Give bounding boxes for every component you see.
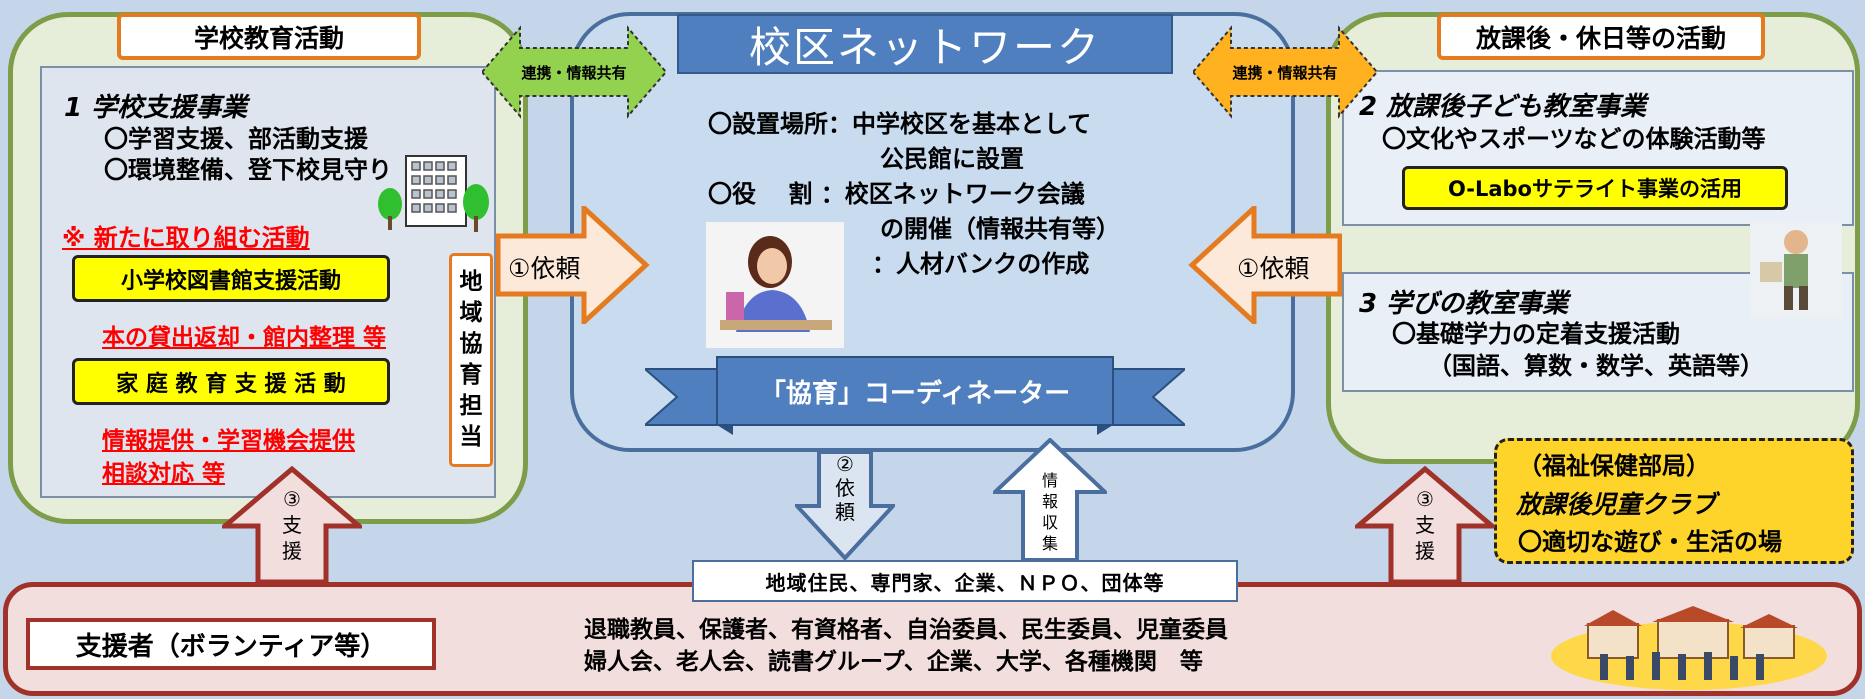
child-illustration-icon (1750, 222, 1842, 318)
network-location-line-2: 公民館に設置 (880, 145, 1024, 173)
link-arrow-left-label: 連携・情報共有 (521, 64, 627, 82)
coordinator-ribbon-label: 「協育」コーディネーター (759, 378, 1071, 409)
support-arrow-right (1355, 466, 1495, 584)
coordinator-ribbon (645, 356, 1185, 435)
network-location-line-1: 〇設置場所：中学校区を基本として (708, 110, 1092, 138)
after-school-club-box (1494, 438, 1854, 564)
new-activities-label: ※ 新たに取り組む活動 (62, 224, 310, 252)
library-support-box: 小学校図書館支援活動 (72, 255, 390, 302)
coordinator-illustration-icon (706, 222, 844, 348)
after-school-club-line-1: （福祉保健部局） (1518, 452, 1710, 480)
request-arrow-left-label: ①依頼 (508, 254, 581, 283)
request-down-arrow (795, 450, 895, 560)
network-role-line-1: 〇役 割 ：校区ネットワーク会議 (708, 180, 1085, 208)
supporter-members-line-1: 退職教員、保護者、有資格者、自治委員、民生委員、児童委員 (584, 617, 1228, 643)
support-arrow-right-label: ③ 支 援 (1415, 487, 1435, 563)
regional-coordination-label: 地 域 協 育 担 当 (449, 253, 493, 467)
support-arrow-left-label: ③ 支 援 (282, 487, 302, 563)
school-support-line-1: 〇学習支援、部活動支援 (104, 125, 368, 153)
link-arrow-right (1193, 25, 1377, 119)
network-role-line-2: の開催（情報共有等） (880, 215, 1120, 243)
request-arrow-right-label: ①依頼 (1237, 254, 1310, 283)
after-school-program-heading: 2 放課後子ども教室事業 (1359, 92, 1647, 122)
school-building-icon (378, 155, 489, 232)
supporter-members-line-2: 婦人会、老人会、読書グループ、企業、大学、各種機関 等 (584, 649, 1203, 675)
after-school-club-line-3: 〇適切な遊び・生活の場 (1518, 528, 1782, 556)
after-school-club-line-2: 放課後児童クラブ (1516, 490, 1717, 519)
family-education-note-2: 相談対応 等 (102, 461, 226, 487)
olabo-satellite-box: O-Laboサテライト事業の活用 (1402, 166, 1788, 210)
after-school-activities-title: 放課後・休日等の活動 (1437, 13, 1765, 60)
school-support-line-2: 〇環境整備、登下校見守り (104, 156, 392, 184)
link-arrow-left (482, 25, 666, 119)
community-members-box: 地域住民、専門家、企業、ＮＰＯ、団体等 (692, 560, 1238, 602)
learning-class-line-1: 〇基礎学力の定着支援活動 (1392, 320, 1680, 348)
school-activities-title: 学校教育活動 (117, 13, 421, 60)
network-role-line-3: ：人材バンクの作成 (872, 250, 1090, 278)
supporters-title-box: 支援者（ボランティア等） (26, 618, 436, 670)
learning-class-line-2: （国語、算数・数学、英語等） (1428, 352, 1764, 380)
community-houses-icon (1551, 606, 1827, 690)
school-district-network-title: 校区ネットワーク (677, 14, 1173, 74)
info-collection-up-arrow-label: 情 報 収 集 (1041, 471, 1058, 553)
learning-class-heading: 3 学びの教室事業 (1359, 289, 1569, 319)
link-arrow-right-label: 連携・情報共有 (1232, 64, 1338, 82)
support-arrow-left (222, 466, 362, 584)
library-support-note: 本の貸出返却・館内整理 等 (102, 325, 387, 351)
school-support-heading: 1 学校支援事業 (64, 93, 248, 123)
request-arrow-left (496, 206, 650, 324)
request-arrow-right (1188, 206, 1342, 324)
request-down-arrow-label: ② 依 頼 (835, 452, 855, 524)
family-education-box: 家 庭 教 育 支 援 活 動 (72, 358, 390, 405)
after-school-program-line: 〇文化やスポーツなどの体験活動等 (1382, 125, 1766, 153)
family-education-note-1: 情報提供・学習機会提供 (102, 428, 355, 454)
